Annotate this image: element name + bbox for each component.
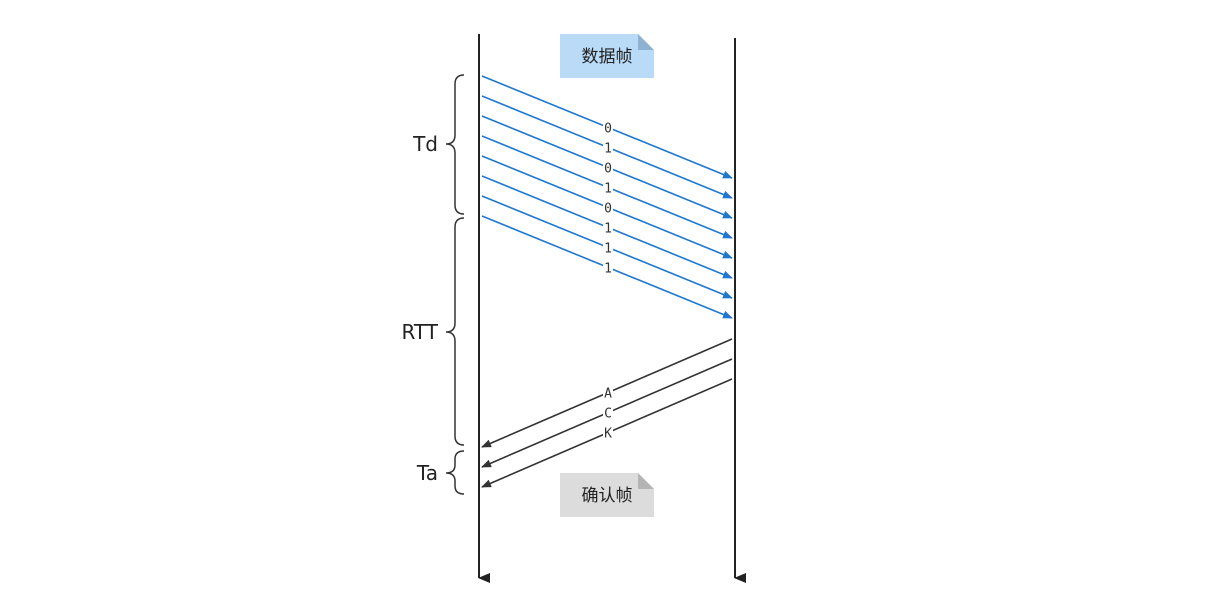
- ack-letter-label: C: [604, 407, 612, 422]
- ack-arrows: ACK: [481, 338, 733, 488]
- data-bit-label-bg: [603, 120, 613, 134]
- data-bit-label-bg: [603, 260, 613, 274]
- data-bit-label-bg: [603, 240, 613, 254]
- ack-letter-label: A: [604, 387, 612, 402]
- data-bit-label: 1: [604, 141, 612, 156]
- ack-letter-label-bg: [603, 425, 613, 439]
- ack-letter-label-bg: [603, 385, 613, 399]
- data-bit-label-bg: [603, 160, 613, 174]
- rtt-label: RTT: [401, 320, 438, 344]
- ack-letter-label-bg: [603, 405, 613, 419]
- data-bit-label-bg: [603, 200, 613, 214]
- data-bit-label: 0: [604, 121, 612, 136]
- ack-frame-label: 确认帧: [582, 486, 633, 506]
- data-frame-arrows: 0 1 0 1 0 1 1 1: [481, 75, 733, 319]
- rtt-brace: [445, 217, 465, 446]
- ta-label: Ta: [416, 461, 438, 485]
- data-bit-label: 1: [604, 181, 612, 196]
- data-bit-label-bg: [603, 140, 613, 154]
- data-bit-label: 0: [604, 161, 612, 176]
- data-bit-label: 1: [604, 241, 612, 256]
- data-bit-label-bg: [603, 180, 613, 194]
- data-bit-label: 1: [604, 261, 612, 276]
- td-brace: [445, 74, 465, 215]
- data-frame-note: 数据帧: [560, 34, 654, 78]
- data-bit-label: 1: [604, 221, 612, 236]
- ack-letter-label: K: [604, 427, 612, 442]
- ta-brace: [445, 450, 465, 495]
- data-bit-label-bg: [603, 220, 613, 234]
- data-frame-label: 数据帧: [582, 47, 633, 67]
- data-bit-label: 0: [604, 201, 612, 216]
- ack-frame-note: 确认帧: [560, 473, 654, 517]
- td-label: Td: [412, 132, 438, 156]
